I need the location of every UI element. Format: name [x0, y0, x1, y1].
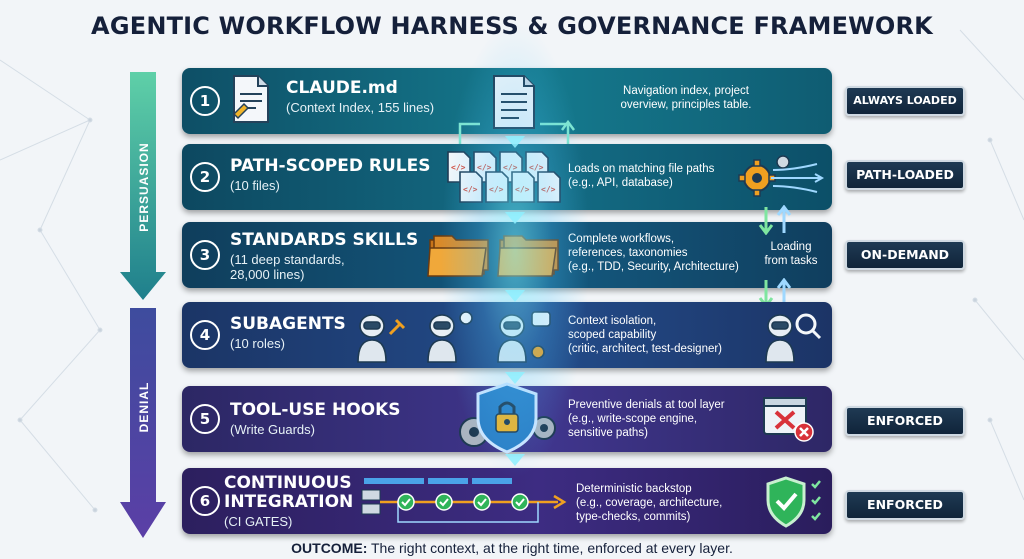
- layer-subtitle: (CI GATES): [224, 514, 293, 529]
- description-line: Preventive denials at tool layer: [568, 399, 725, 411]
- error-window-icon: [763, 397, 814, 442]
- status-badge: ON-DEMAND: [845, 240, 965, 270]
- persuasion-label: PERSUASION: [137, 142, 151, 232]
- layer-number: 2: [190, 162, 220, 192]
- layer-number: 1: [190, 86, 220, 116]
- status-badge: ENFORCED: [845, 406, 965, 436]
- status-badge: ENFORCED: [845, 490, 965, 520]
- outcome-text: The right context, at the right time, en…: [367, 540, 733, 556]
- svg-text:</>: </>: [477, 163, 492, 172]
- folder-icon: [427, 235, 559, 277]
- layer-title: SUBAGENTS: [230, 314, 346, 334]
- layer-subtitle: (11 deep standards, 28,000 lines): [230, 252, 345, 282]
- status-badge: PATH-LOADED: [845, 160, 965, 190]
- description-line: (critic, architect, test-designer): [568, 343, 723, 355]
- layer-description: Navigation index, project overview, prin…: [598, 84, 774, 112]
- description-line: (e.g., TDD, Security, Architecture): [568, 261, 739, 273]
- down-arrows: [505, 136, 525, 466]
- outcome-label: OUTCOME:: [291, 540, 368, 556]
- description-line: Loads on matching file paths: [568, 163, 715, 175]
- layer-title: CLAUDE.md: [286, 78, 398, 98]
- svg-text:</>: </>: [541, 185, 556, 194]
- robot-icon: [357, 311, 551, 363]
- svg-text:</>: </>: [463, 185, 478, 194]
- description-line: (e.g., coverage, architecture,: [576, 497, 723, 509]
- layer-title: CONTINUOUS INTEGRATION: [224, 473, 354, 512]
- description-line: (e.g., API, database): [568, 177, 673, 189]
- robot-icon: [765, 313, 822, 363]
- layer-number: 6: [190, 486, 220, 516]
- description-line: scoped capability: [568, 329, 657, 341]
- description-line: overview, principles table.: [620, 99, 752, 111]
- layer-title: PATH-SCOPED RULES: [230, 156, 431, 176]
- description-line: references, taxonomies: [568, 247, 688, 259]
- persuasion-denial-arrow: [120, 72, 166, 538]
- loading-from-tasks-label: Loading from tasks: [764, 241, 818, 267]
- layer-description: Complete workflows, references, taxonomi…: [568, 232, 768, 274]
- layer-subtitle: (Write Guards): [230, 422, 315, 437]
- layer-description: Preventive denials at tool layer (e.g., …: [568, 398, 768, 440]
- page-title: AGENTIC WORKFLOW HARNESS & GOVERNANCE FR…: [91, 12, 933, 40]
- svg-text:</>: </>: [529, 163, 544, 172]
- description-line: Deterministic backstop: [576, 483, 692, 495]
- layer-subtitle: (10 roles): [230, 336, 285, 351]
- layer-description: Deterministic backstop (e.g., coverage, …: [576, 482, 772, 524]
- svg-text:</>: </>: [451, 163, 466, 172]
- description-line: type-checks, commits): [576, 511, 691, 523]
- layer-subtitle: (Context Index, 155 lines): [286, 100, 435, 115]
- description-line: (e.g., write-scope engine,: [568, 413, 698, 425]
- layer-subtitle: (10 files): [230, 178, 280, 193]
- outcome-statement: OUTCOME: The right context, at the right…: [0, 540, 1024, 556]
- gear-icon: [738, 155, 825, 197]
- layer-title: STANDARDS SKILLS: [230, 230, 419, 250]
- status-badge: ALWAYS LOADED: [845, 86, 965, 116]
- pipeline-icon: [361, 478, 567, 523]
- description-line: Navigation index, project: [623, 85, 749, 97]
- checkmark-badge-icon: [766, 476, 821, 528]
- document-icon: [232, 75, 269, 123]
- description-line: Context isolation,: [568, 315, 657, 327]
- description-line: sensitive paths): [568, 427, 648, 439]
- layer-number: 3: [190, 240, 220, 270]
- layer-title: TOOL-USE HOOKS: [230, 400, 401, 420]
- layer-number: 4: [190, 320, 220, 350]
- load-arrows-icon: [758, 205, 792, 235]
- layer-description: Loads on matching file paths (e.g., API,…: [568, 162, 758, 190]
- layer-description: Context isolation, scoped capability (cr…: [568, 314, 768, 356]
- denial-label: DENIAL: [137, 381, 151, 433]
- description-line: Complete workflows,: [568, 233, 675, 245]
- layer-continuous-integration: 6 CONTINUOUS INTEGRATION (CI GATES) Dete…: [182, 468, 832, 534]
- layer-number: 5: [190, 404, 220, 434]
